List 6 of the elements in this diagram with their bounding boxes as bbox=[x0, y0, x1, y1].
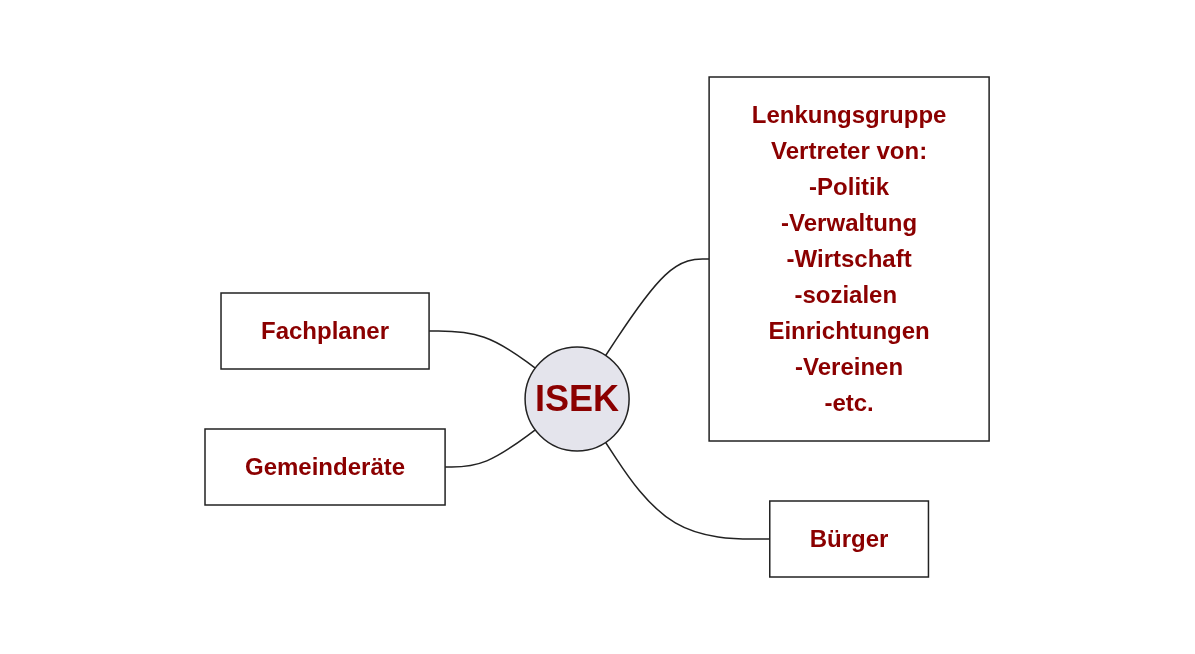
connector bbox=[605, 441, 771, 540]
node-box: Lenkungsgruppe Vertreter von: -Politik -Verwaltung -Wirtschaft -sozialen Einrichtungen -Vereinen -etc. bbox=[708, 76, 991, 442]
node-box: Fachplaner bbox=[220, 292, 431, 370]
node-box: Bürger bbox=[769, 500, 930, 578]
node-box: Gemeinderäte bbox=[204, 428, 447, 506]
node-circle: ISEK bbox=[524, 346, 631, 452]
